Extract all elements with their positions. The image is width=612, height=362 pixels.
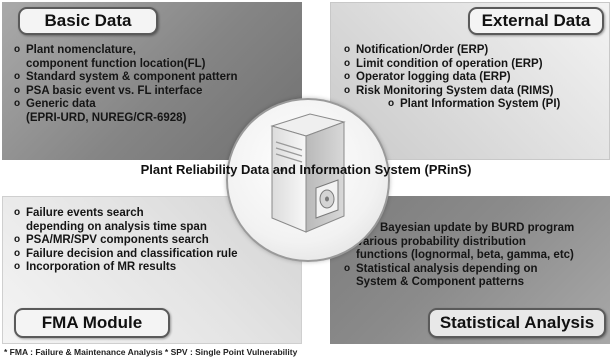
fma-module-list: Failure events search depending on analy…	[14, 206, 284, 275]
list-item: Operator logging data (ERP)	[344, 70, 606, 85]
list-item: PSA/MR/SPV components search	[14, 233, 284, 248]
statistical-analysis-list: Bayesian update by BURD program Various …	[344, 221, 606, 290]
server-icon	[270, 113, 346, 233]
list-item: Plant Information System (PI)	[344, 97, 606, 112]
list-item: (EPRI-URD, NUREG/CR-6928)	[26, 111, 187, 124]
list-item: Limit condition of operation (ERP)	[344, 57, 606, 72]
center-title: Plant Reliability Data and Information S…	[140, 162, 472, 177]
list-item: Various probability distribution	[344, 235, 606, 250]
list-item: Failure events search	[14, 206, 284, 221]
list-item: Plant nomenclature,	[14, 43, 284, 58]
list-item: PSA basic event vs. FL interface	[14, 84, 284, 99]
list-item: System & Component patterns	[356, 276, 525, 289]
fma-module-title: FMA Module	[14, 308, 170, 338]
list-item: component function location(FL)	[26, 57, 206, 70]
footnote: * FMA : Failure & Maintenance Analysis *…	[4, 347, 298, 357]
list-item: Bayesian update by BURD program	[344, 221, 606, 236]
list-item: Statistical analysis depending on	[344, 262, 606, 277]
statistical-analysis-title: Statistical Analysis	[428, 308, 606, 338]
list-item: Failure decision and classification rule	[14, 247, 284, 262]
list-item: functions (lognormal, beta, gamma, etc)	[356, 249, 574, 262]
list-item: Notification/Order (ERP)	[344, 43, 606, 58]
list-item: Incorporation of MR results	[14, 260, 284, 275]
list-item: Risk Monitoring System data (RIMS)	[344, 84, 606, 99]
list-item: depending on analysis time span	[26, 220, 207, 233]
list-item: Generic data	[14, 97, 284, 112]
basic-data-list: Plant nomenclature, component function l…	[14, 43, 284, 126]
external-data-title: External Data	[468, 7, 604, 35]
external-data-list: Notification/Order (ERP) Limit condition…	[344, 43, 606, 112]
list-item: Standard system & component pattern	[14, 70, 284, 85]
basic-data-title: Basic Data	[18, 7, 158, 35]
